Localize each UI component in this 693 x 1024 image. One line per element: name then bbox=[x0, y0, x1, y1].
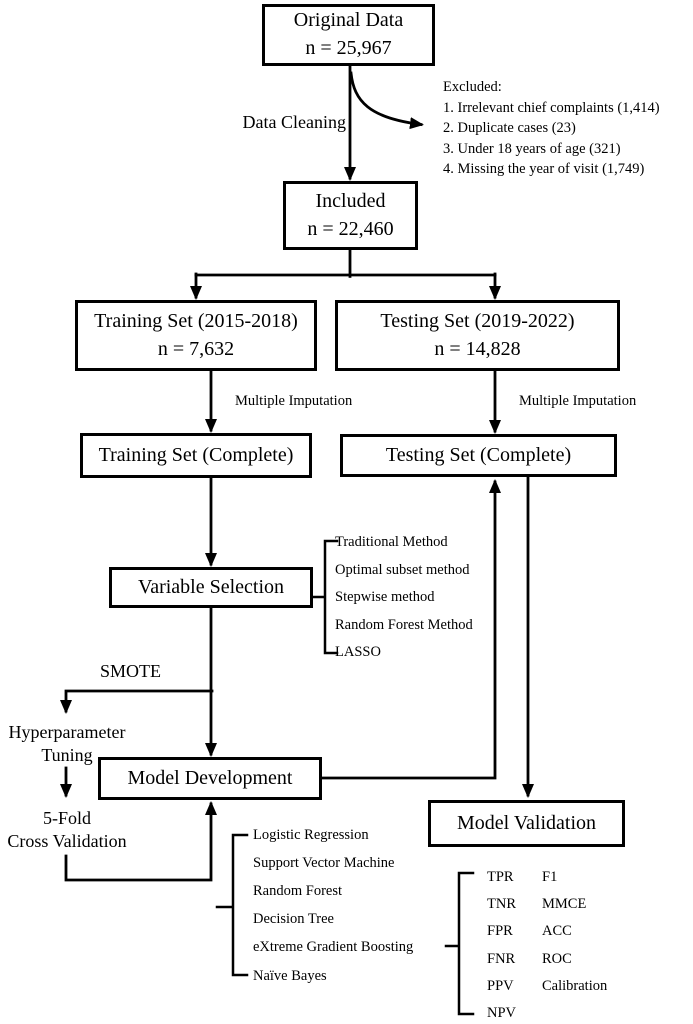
original-data-box: Original Data n = 25,967 bbox=[262, 4, 435, 66]
included-count: n = 22,460 bbox=[307, 217, 394, 240]
training-complete-box: Training Set (Complete) bbox=[80, 433, 312, 478]
multiple-imputation-left-label: Multiple Imputation bbox=[235, 393, 353, 409]
metric-cell: FNR bbox=[487, 950, 516, 967]
original-data-count: n = 25,967 bbox=[305, 37, 392, 59]
metric-cell: ROC bbox=[542, 950, 572, 967]
model-development-title: Model Development bbox=[127, 766, 293, 789]
metric-cell: MMCE bbox=[542, 896, 587, 913]
curved-arrow-excluded bbox=[349, 71, 424, 130]
model-validation-title: Model Validation bbox=[456, 811, 597, 834]
excluded-item: 4. Missing the year of visit (1,749) bbox=[443, 161, 645, 177]
metric-row: NPV bbox=[487, 1000, 607, 1024]
arrow-cv-loop-to-model-development bbox=[64, 801, 217, 882]
metric-row: FNR ROC bbox=[487, 946, 607, 973]
data-cleaning-label: Data Cleaning bbox=[242, 112, 346, 132]
training-complete-title: Training Set (Complete) bbox=[98, 443, 294, 466]
model-item: eXtreme Gradient Boosting bbox=[253, 939, 414, 956]
metric-cell: NPV bbox=[487, 1005, 517, 1022]
model-item: Random Forest bbox=[253, 882, 343, 899]
model-item: Support Vector Machine bbox=[253, 854, 395, 871]
original-data-title: Original Data bbox=[293, 9, 404, 32]
metric-row: FPR ACC bbox=[487, 918, 607, 945]
metric-row: PPV Calibration bbox=[487, 973, 607, 1000]
smote-label: SMOTE bbox=[100, 661, 162, 681]
bracket-variable-selection-methods bbox=[311, 539, 339, 655]
metric-cell: PPV bbox=[487, 977, 514, 994]
multiple-imputation-right-label: Multiple Imputation bbox=[519, 393, 637, 409]
testing-complete-box: Testing Set (Complete) bbox=[340, 434, 617, 477]
method-item: Traditional Method bbox=[335, 534, 448, 551]
testing-set-box: Testing Set (2019-2022) n = 14,828 bbox=[335, 300, 620, 371]
metric-cell: Calibration bbox=[542, 977, 608, 994]
hyperparameter-line1: Hyperparameter bbox=[8, 722, 126, 742]
excluded-item: 1. Irrelevant chief complaints (1,414) bbox=[443, 99, 660, 116]
testing-complete-title: Testing Set (Complete) bbox=[385, 443, 572, 466]
cross-validation-line2: Cross Validation bbox=[7, 831, 127, 851]
model-validation-box: Model Validation bbox=[428, 800, 625, 847]
variable-selection-title: Variable Selection bbox=[137, 575, 285, 598]
variable-selection-box: Variable Selection bbox=[109, 567, 313, 608]
model-item: Decision Tree bbox=[253, 911, 334, 928]
model-item: Logistic Regression bbox=[253, 826, 369, 843]
bracket-models bbox=[215, 833, 249, 977]
variable-selection-methods-list: Traditional Method Optimal subset method… bbox=[335, 529, 473, 667]
method-item: Random Forest Method bbox=[335, 616, 473, 633]
metric-cell: TNR bbox=[487, 896, 516, 913]
metric-row: TPR F1 bbox=[487, 864, 607, 891]
method-item: LASSO bbox=[335, 644, 381, 661]
training-set-title: Training Set (2015-2018) bbox=[94, 309, 298, 332]
included-title: Included bbox=[315, 189, 386, 212]
metric-cell: TPR bbox=[487, 869, 514, 886]
bracket-metrics bbox=[444, 871, 475, 1016]
method-item: Optimal subset method bbox=[335, 561, 470, 578]
cross-validation-label: 5-Fold Cross Validation bbox=[0, 807, 134, 853]
models-list: Logistic Regression Support Vector Machi… bbox=[253, 821, 413, 990]
training-set-box: Training Set (2015-2018) n = 7,632 bbox=[75, 300, 317, 371]
metrics-list: TPR F1 TNR MMCE FPR ACC FNR ROC PPV Cali… bbox=[487, 864, 607, 1024]
arrow-smote-branch bbox=[60, 689, 214, 714]
excluded-list: Excluded: 1. Irrelevant chief complaints… bbox=[443, 77, 660, 180]
metric-cell: F1 bbox=[542, 869, 558, 886]
training-set-count: n = 7,632 bbox=[157, 337, 235, 360]
testing-set-title: Testing Set (2019-2022) bbox=[380, 309, 575, 332]
arrow-model-development-to-testing-complete bbox=[321, 479, 501, 780]
metric-cell: FPR bbox=[487, 923, 513, 940]
hyperparameter-line2: Tuning bbox=[41, 745, 93, 765]
excluded-item: 2. Duplicate cases (23) bbox=[443, 120, 576, 136]
excluded-item: 3. Under 18 years of age (321) bbox=[443, 140, 621, 157]
excluded-title: Excluded: bbox=[443, 79, 502, 95]
method-item: Stepwise method bbox=[335, 589, 435, 606]
hyperparameter-tuning-label: Hyperparameter Tuning bbox=[0, 721, 134, 767]
metric-row: TNR MMCE bbox=[487, 891, 607, 918]
cross-validation-line1: 5-Fold bbox=[42, 808, 91, 828]
testing-set-count: n = 14,828 bbox=[434, 337, 521, 360]
included-box: Included n = 22,460 bbox=[283, 181, 418, 250]
metric-cell: ACC bbox=[542, 923, 572, 940]
model-item: Naïve Bayes bbox=[253, 967, 327, 984]
model-development-box: Model Development bbox=[98, 757, 322, 800]
